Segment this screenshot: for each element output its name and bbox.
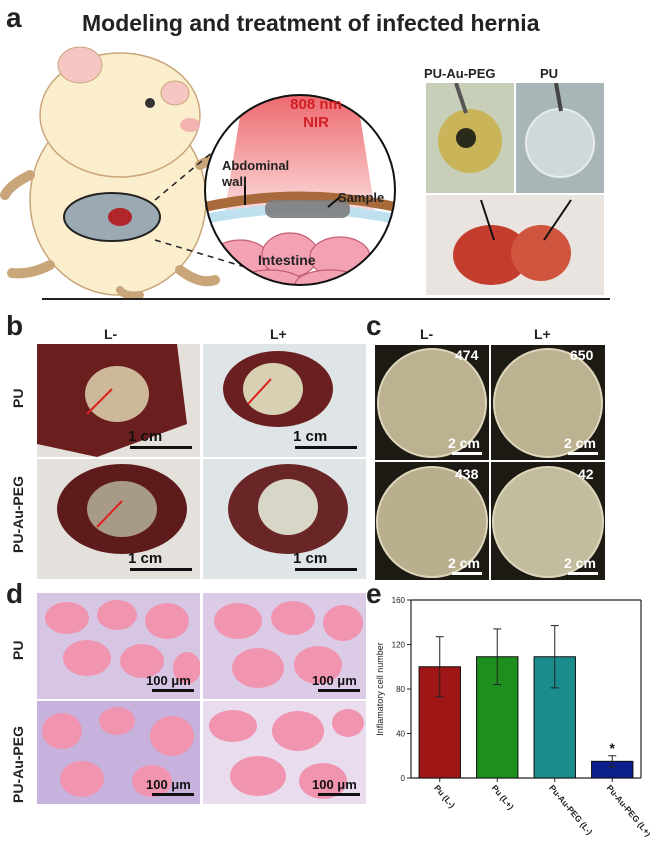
photo-label-pu-au-peg: PU-Au-PEG: [424, 66, 496, 81]
scale-bar-label: 2 cm: [564, 435, 596, 451]
y-tick-label: 120: [392, 641, 406, 650]
panel-d-row-label-pu-au-peg: PU-Au-PEG: [10, 726, 26, 803]
agar-plate-pu-l-plus: [490, 344, 606, 461]
histology-pu-au-peg-l-minus: [36, 700, 201, 805]
photo-implanted-samples: [425, 194, 605, 296]
figure-title: Modeling and treatment of infected herni…: [82, 10, 540, 36]
scale-bar-label: 1 cm: [293, 550, 328, 567]
abdominal-wall-label-2: wall: [222, 174, 247, 189]
y-tick-label: 40: [396, 730, 405, 739]
scale-bar: [295, 568, 357, 571]
x-tick-label: Pu-Au-PEG (L-): [547, 783, 595, 837]
scale-bar-label: 1 cm: [128, 428, 163, 445]
x-tick-label: Pu-Au-PEG (L+): [605, 783, 650, 839]
scale-bar-label: 2 cm: [448, 435, 480, 451]
histology-pu-l-minus: [36, 592, 201, 700]
agar-plate-pu-l-minus: [374, 344, 490, 461]
colony-count: 474: [455, 347, 479, 363]
panel-label-b: b: [6, 310, 24, 341]
scale-bar: [152, 689, 194, 692]
laser-label-wavelength: 808 nm: [290, 96, 342, 113]
panel-label-c: c: [366, 310, 382, 341]
panel-c-col-label-l-plus: L+: [534, 326, 551, 342]
abdominal-wall-label-1: Abdominal: [222, 158, 290, 173]
colony-count: 650: [570, 347, 594, 363]
agar-plate-pu-au-peg-l-minus: [374, 461, 490, 581]
scale-bar: [452, 452, 482, 455]
panel-b-col-label-l-plus: L+: [270, 326, 287, 342]
wound-photo-pu-l-plus: [202, 343, 367, 458]
scale-bar: [452, 572, 482, 575]
y-axis-title: Inflamatory cell number: [375, 642, 385, 736]
scale-bar-label: 100 μm: [146, 777, 191, 792]
panel-b-row-label-pu-au-peg: PU-Au-PEG: [10, 476, 26, 553]
abdominal-cross-section-diagram: [204, 94, 396, 286]
scale-bar-label: 100 μm: [312, 777, 357, 792]
agar-plate-pu-au-peg-l-plus: [490, 461, 606, 581]
photo-label-pu: PU: [540, 66, 559, 81]
y-tick-label: 80: [396, 685, 405, 694]
wound-photo-pu-au-peg-l-plus: [202, 458, 367, 580]
zoom-connector-lines: [154, 124, 256, 271]
scale-bar-label: 100 μm: [146, 673, 191, 688]
panel-c-col-label-l-minus: L-: [420, 326, 434, 342]
photo-pu-au-peg-sample: [425, 82, 515, 194]
colony-count: 438: [455, 466, 479, 482]
panel-d-row-label-pu: PU: [10, 640, 26, 660]
significance-marker: *: [610, 740, 616, 756]
scale-bar: [152, 793, 194, 796]
x-tick-label: Pu (L+): [490, 783, 516, 812]
scale-bar: [130, 446, 192, 449]
sample-label: Sample: [338, 190, 385, 205]
rat-illustration: [0, 46, 235, 300]
intestine-label: Intestine: [258, 252, 316, 268]
y-tick-label: 0: [401, 774, 406, 783]
scale-bar-label: 2 cm: [448, 555, 480, 571]
photo-pu-sample: [515, 82, 605, 194]
scale-bar: [318, 689, 360, 692]
histology-pu-l-plus: [202, 592, 367, 700]
scale-bar: [568, 572, 598, 575]
laser-label-nir: NIR: [303, 114, 329, 131]
scale-bar: [568, 452, 598, 455]
scale-bar-label: 100 μm: [312, 673, 357, 688]
histology-pu-au-peg-l-plus: [202, 700, 367, 805]
panel-b-col-label-l-minus: L-: [104, 326, 118, 342]
scale-bar: [295, 446, 357, 449]
panel-label-a: a: [6, 2, 22, 33]
wound-photo-pu-l-minus: [36, 343, 201, 458]
scale-bar-label: 1 cm: [293, 428, 328, 445]
y-tick-label: 160: [392, 596, 406, 605]
panel-label-e: e: [366, 578, 382, 609]
colony-count: 42: [578, 466, 594, 482]
panel-b-row-label-pu: PU: [10, 388, 26, 408]
wound-photo-pu-au-peg-l-minus: [36, 458, 201, 580]
section-divider: [42, 298, 610, 300]
scale-bar: [130, 568, 192, 571]
x-tick-label: Pu (L-): [432, 783, 457, 810]
scale-bar: [318, 793, 360, 796]
panel-label-d: d: [6, 578, 24, 609]
scale-bar-label: 1 cm: [128, 550, 163, 567]
scale-bar-label: 2 cm: [564, 555, 596, 571]
